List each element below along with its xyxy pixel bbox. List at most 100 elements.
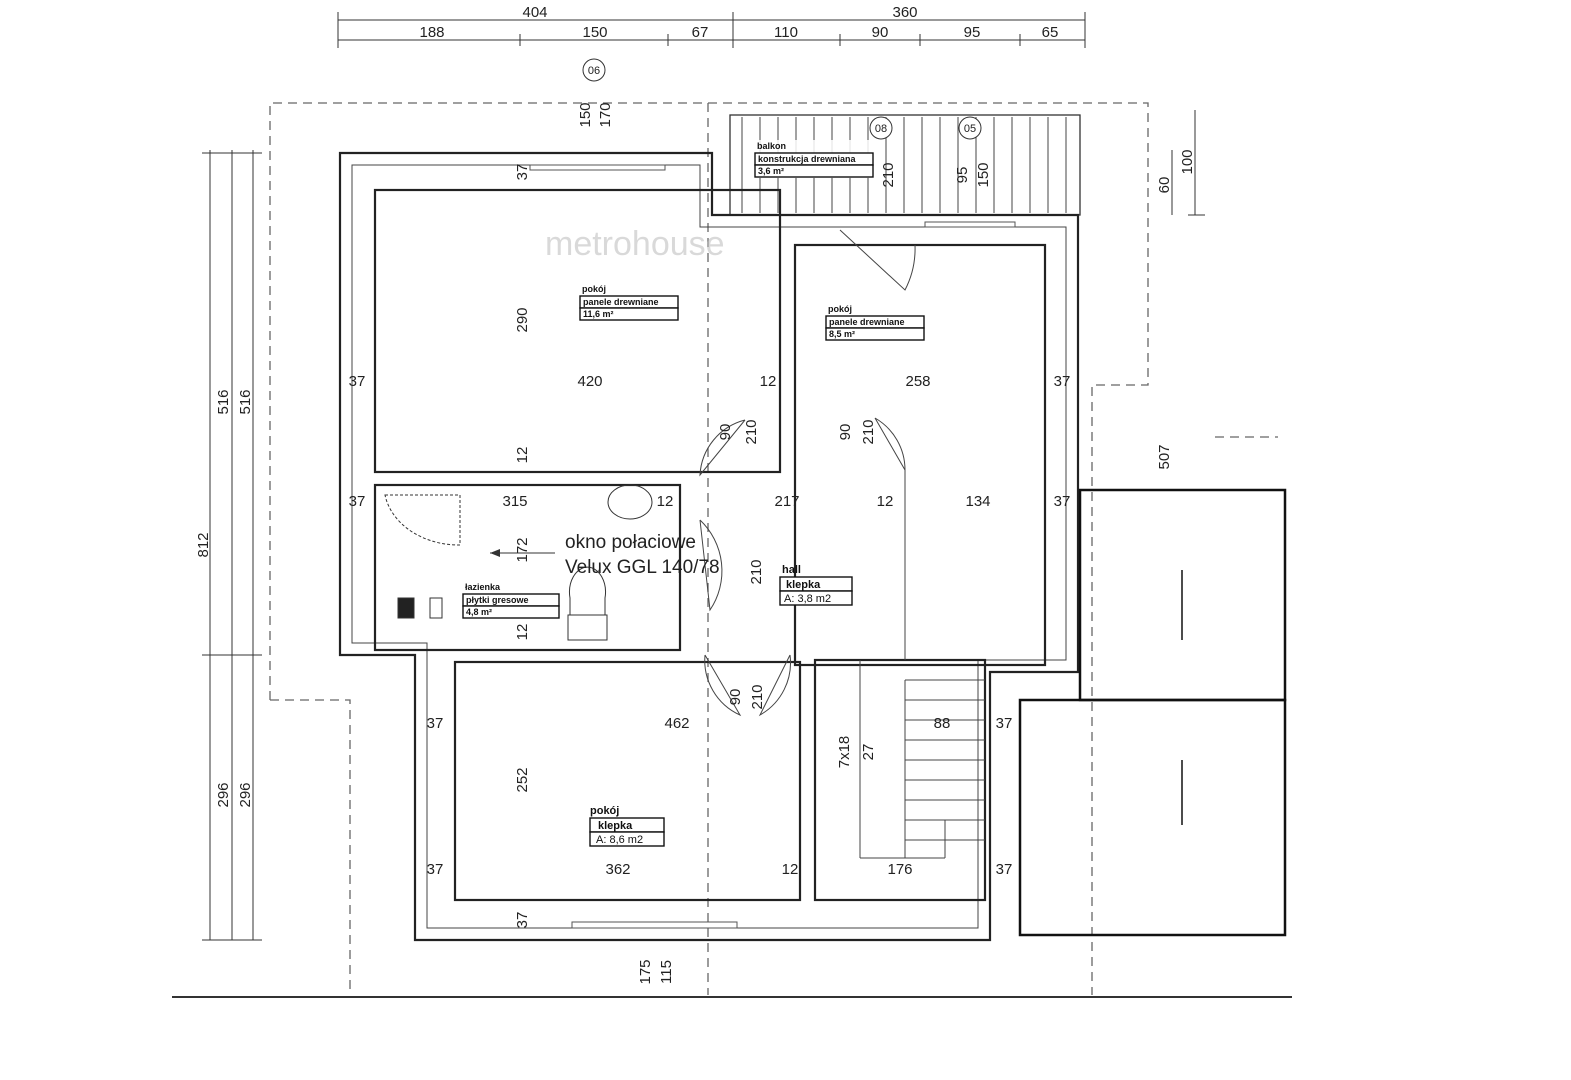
axis-marker-label: 08: [875, 123, 887, 135]
shower-tray-icon: [384, 494, 461, 546]
dimension-label: 90: [717, 424, 734, 441]
dimension-label: 115: [658, 960, 675, 984]
dimension-label: 252: [514, 767, 531, 792]
dimension-label: 150: [582, 24, 607, 41]
room-area: 3,6 m²: [758, 166, 784, 176]
dimension-label: 507: [1156, 444, 1173, 469]
dimension-label: 175: [637, 959, 654, 984]
dimension-label: 37: [427, 861, 444, 878]
axis-marker-label: 05: [964, 123, 976, 135]
axis-marker-label: 06: [588, 65, 600, 77]
dimension-label: 210: [860, 419, 877, 444]
dimension-label: 12: [514, 624, 531, 641]
room-name: pokój: [828, 304, 852, 314]
washbasin-icon: [607, 484, 653, 520]
dimension-label: 90: [872, 24, 889, 41]
dimension-label: 90: [837, 424, 854, 441]
room-area: 8,5 m²: [829, 329, 855, 339]
room-area: 11,6 m²: [583, 309, 614, 319]
dimension-label: 150: [975, 162, 992, 187]
window-note-line2: Velux GGL 140/78: [565, 557, 720, 578]
room-finish: klepka: [786, 579, 821, 591]
room-name: pokój: [590, 805, 619, 817]
room-area: A: 3,8 m2: [784, 593, 831, 605]
room-name: pokój: [582, 284, 606, 294]
dimension-label: 37: [514, 912, 531, 929]
axis-marker-circle: [869, 116, 893, 140]
adjacent-building: [1018, 488, 1287, 937]
dimension-label: 95: [964, 24, 981, 41]
axis-markers: 06 08 05: [582, 58, 982, 140]
dimension-label: 60: [1156, 177, 1173, 194]
dimension-label: 134: [965, 493, 990, 510]
dimension-label: 150: [577, 102, 594, 127]
dimension-label: 516: [215, 389, 232, 414]
walls: [338, 151, 1080, 942]
axis-marker-circle: [582, 58, 606, 82]
dimension-label: 12: [657, 493, 674, 510]
windows: [529, 164, 1016, 929]
door-swings: [699, 229, 916, 717]
room-name: balkon: [757, 141, 786, 151]
dimension-label: 37: [996, 861, 1013, 878]
room-label-room3: pokój klepka A: 8,6 m2: [589, 805, 665, 847]
dimension-label: 296: [237, 782, 254, 807]
dimension-label: 37: [349, 493, 366, 510]
room-label-room1: pokój panele drewniane 11,6 m²: [576, 278, 680, 358]
dimension-label: 12: [877, 493, 894, 510]
dimension-label: 404: [522, 4, 547, 21]
dimension-label: 812: [195, 532, 212, 557]
room-label-room2: pokój panele drewniane 8,5 m²: [822, 298, 926, 350]
dimension-label: 110: [774, 24, 798, 41]
dimension-label: 360: [892, 4, 917, 21]
dimension-label: 210: [749, 684, 766, 709]
dimension-label: 65: [1042, 24, 1059, 41]
dimension-label: 67: [692, 24, 709, 41]
dimension-label: 258: [905, 373, 930, 390]
toilet-icon: [567, 566, 608, 641]
dimension-label: 37: [1054, 373, 1071, 390]
dimension-label: 516: [237, 389, 254, 414]
room-finish: konstrukcja drewniana: [758, 154, 857, 164]
dimension-label: 362: [605, 861, 630, 878]
dimension-label: 100: [1179, 149, 1196, 174]
dimension-labels: 404 360 188 150 67 110 90 95 65 516 516 812 296 296 10…: [195, 4, 1196, 985]
room-finish: płytki gresowe: [466, 595, 529, 605]
dimension-label: 296: [215, 782, 232, 807]
room-label-bathroom: łazienka płytki gresowe 4,8 m²: [461, 580, 561, 620]
room-area: 4,8 m²: [466, 607, 492, 617]
room-label-balcony: balkon konstrukcja drewniana 3,6 m²: [753, 140, 877, 178]
dimension-label: 37: [1054, 493, 1071, 510]
dimension-label: 37: [349, 373, 366, 390]
room-label-hall: hall klepka A: 3,8 m2: [779, 564, 853, 606]
left-dimension-lines: [202, 110, 1205, 941]
dimension-label: 12: [514, 447, 531, 464]
dimension-label: 95: [954, 167, 971, 184]
dimension-label: 188: [419, 24, 444, 41]
dimension-label: 462: [664, 715, 689, 732]
dimension-label: 37: [996, 715, 1013, 732]
room-name: łazienka: [465, 582, 501, 592]
room-finish: panele drewniane: [829, 317, 905, 327]
room-finish: klepka: [598, 820, 633, 832]
roof-window-note: okno połaciowe Velux GGL 140/78: [490, 532, 720, 578]
top-dimension-lines: [337, 12, 1086, 48]
dimension-label: 210: [743, 419, 760, 444]
dimension-label: 217: [774, 493, 799, 510]
stairs: [859, 660, 985, 859]
dimension-label: 27: [860, 744, 877, 761]
room-name: hall: [782, 564, 801, 576]
dimension-label: 315: [502, 493, 527, 510]
bathroom-fixtures: [384, 484, 653, 641]
roof-outline: [269, 102, 1278, 995]
dimension-label: 12: [782, 861, 799, 878]
window-note-line1: okno połaciowe: [565, 532, 696, 553]
boiler-icon: [397, 597, 415, 619]
dimension-label: 176: [887, 861, 912, 878]
room-area: A: 8,6 m2: [596, 834, 643, 846]
dimension-label: 12: [760, 373, 777, 390]
dimension-label: 7x18: [836, 736, 853, 769]
dimension-label: 210: [880, 162, 897, 187]
dimension-label: 290: [514, 307, 531, 332]
